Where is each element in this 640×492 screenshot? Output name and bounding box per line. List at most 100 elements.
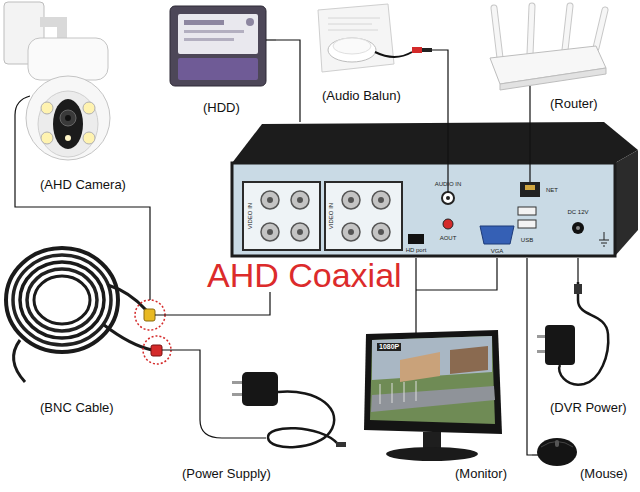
dvr-illustration: [232, 122, 638, 256]
device-caption: (Mouse): [580, 466, 628, 481]
router-illustration: [490, 6, 606, 114]
monitor-illustration: [364, 330, 502, 434]
dvr-illustration: [267, 197, 273, 203]
dvr-illustration: [348, 229, 354, 235]
device-caption: (BNC Cable): [40, 400, 114, 415]
dvr-illustration: [297, 229, 303, 235]
dvr-illustration: [291, 223, 309, 241]
power-supply-illustration: [200, 368, 346, 447]
device-caption: (Audio Balun): [322, 88, 401, 103]
device-caption: (DVR Power): [550, 400, 627, 415]
dvr-illustration: [372, 223, 390, 241]
dvr-illustration: [572, 222, 584, 234]
dvr-illustration: [408, 234, 424, 244]
port-label: NET: [546, 187, 558, 194]
monitor-illustration: [370, 336, 495, 424]
hdd-illustration: [178, 58, 258, 80]
dvr-power-illustration: [537, 335, 545, 338]
hdd-illustration: [184, 38, 234, 41]
monitor-illustration: [400, 352, 440, 382]
coaxial-label: AHD Coaxial: [205, 258, 404, 292]
camera-illustration: [83, 132, 95, 144]
camera-illustration: [4, 2, 110, 197]
dvr-illustration: [267, 229, 273, 235]
mouse-device: (Mouse): [532, 428, 636, 486]
monitor-illustration: [386, 447, 478, 461]
cable-line: [527, 258, 532, 455]
dvr-power-illustration: [537, 350, 545, 353]
bnc-cable-illustration: [151, 345, 162, 356]
hdd-illustration: [184, 30, 244, 33]
dvr-illustration: [443, 219, 453, 229]
hdd-illustration: [170, 6, 266, 86]
port-label: VGA: [491, 248, 504, 255]
power-supply-illustration: [242, 372, 278, 406]
camera-illustration: [65, 135, 71, 141]
port-label: DC 12V: [567, 209, 588, 216]
monitor-illustration: [450, 346, 488, 374]
cable-line: [416, 258, 497, 328]
bnc-cable-illustration: [144, 309, 155, 321]
dvr-illustration: [232, 163, 615, 256]
bnc-cable-illustration: [14, 340, 25, 382]
router-illustration: [500, 68, 606, 90]
dvr-illustration: [261, 191, 390, 241]
dvr-power-device: (DVR Power): [532, 282, 638, 418]
hdd-illustration: [184, 20, 224, 25]
power-supply-device: (Power Supply): [178, 368, 350, 486]
device-caption: (Power Supply): [182, 466, 271, 481]
cable-line: [176, 350, 200, 368]
dvr-illustration: [348, 197, 354, 203]
port-label: HD port: [406, 247, 427, 254]
audio-balun-device: (Audio Balun): [312, 2, 432, 108]
bnc-cable-illustration: [6, 222, 176, 382]
cable-line: [15, 197, 150, 222]
camera-illustration: [15, 96, 30, 197]
port-label: AUDIO IN: [435, 181, 462, 188]
bnc-cable-illustration: [27, 269, 97, 331]
port-label: AOUT: [440, 235, 457, 242]
cable-line: [529, 114, 530, 122]
monitor-illustration: [423, 432, 441, 448]
device-caption: (Monitor): [455, 466, 507, 481]
cable-line: [276, 40, 300, 122]
cable-line: [577, 258, 578, 282]
dvr-power-illustration: [574, 284, 582, 294]
hdd-illustration: [178, 14, 258, 54]
dvr-illustration: [232, 122, 638, 163]
camera-illustration: [83, 102, 95, 114]
bnc-cable-illustration: [150, 222, 176, 350]
audio-balun-illustration: [422, 48, 432, 52]
camera-illustration: [60, 110, 76, 126]
power-supply-illustration: [268, 392, 338, 448]
bnc-cable-illustration: [20, 262, 104, 338]
camera-illustration: [38, 91, 98, 157]
monitor-device: 1080P (Monitor): [360, 328, 520, 486]
dvr-illustration: [267, 197, 384, 235]
camera-illustration: [26, 76, 110, 160]
dvr-illustration: [297, 197, 303, 203]
camera-illustration: [65, 115, 71, 121]
power-supply-illustration: [200, 368, 266, 438]
power-supply-illustration: [336, 442, 346, 447]
hdd-illustration: [246, 18, 254, 26]
screen-label: 1080P: [377, 343, 401, 351]
device-caption: (Router): [550, 96, 598, 111]
camera-illustration: [28, 38, 108, 80]
dvr-illustration: [291, 191, 309, 209]
audio-balun-illustration: [412, 47, 422, 53]
dvr-illustration: [615, 150, 638, 256]
device-caption: (HDD): [203, 100, 240, 115]
audio-balun-illustration: [318, 4, 432, 72]
mouse-illustration: [537, 438, 577, 466]
bnc-cable-device: (BNC Cable): [2, 222, 176, 418]
dvr-illustration: [243, 182, 320, 250]
power-supply-illustration: [232, 381, 242, 384]
bnc-cable-illustration: [13, 255, 111, 345]
monitor-illustration: [380, 381, 416, 404]
dvr-illustration: [576, 226, 580, 230]
bnc-cable-illustration: [6, 248, 118, 352]
port-label: VIDEO IN: [247, 203, 254, 229]
